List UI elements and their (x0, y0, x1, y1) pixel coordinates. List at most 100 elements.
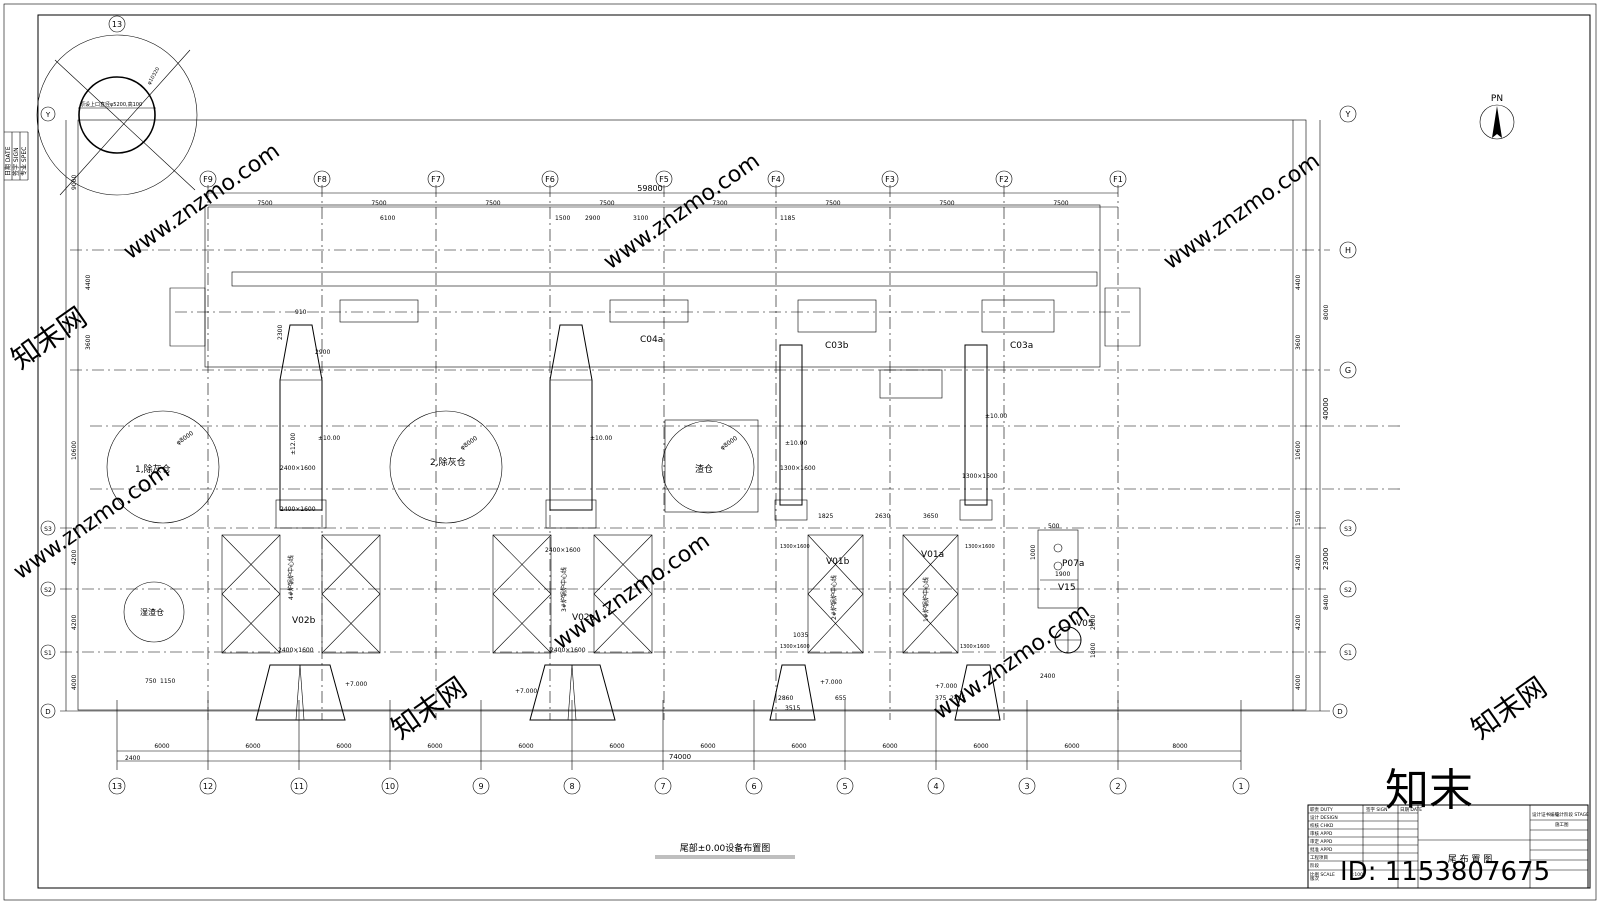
left-dims: 9000 4400 3600 10600 4200 4200 4000 (65, 120, 92, 711)
dim-750: 750 (145, 678, 157, 685)
dim-3515: 3515 (785, 705, 800, 712)
elev-v02b-mid: ±12.00 (290, 433, 297, 455)
tb-row: 校核 CHKD (1310, 822, 1334, 829)
axis-F5: F5 (659, 175, 669, 184)
right-dim: 4400 (1295, 275, 1302, 290)
axis-S2-right: S2 (1344, 587, 1352, 594)
side-strip-spec: 专业 SPEC (20, 147, 28, 176)
v15-label: V15 (1058, 583, 1076, 593)
axis-13: 13 (112, 782, 122, 791)
duct-size-v01b-top: 1300×1600 (780, 465, 816, 472)
duct-stack-v01b (769, 344, 816, 721)
wm-brand: 知末网 (1465, 671, 1553, 746)
silo-3-label: 渣仓 (695, 463, 713, 475)
wm-site: www.znzmo.com (9, 459, 174, 585)
wm-id: ID: 1153807675 (1340, 857, 1550, 887)
overall-top-dim: 59800 (637, 184, 662, 193)
upper-block-outline (204, 204, 1101, 368)
tb-row: 工程项目 (1310, 854, 1328, 861)
axis-Y-left: Y (45, 111, 51, 119)
bottom-spacing: 6000 (973, 743, 988, 750)
bottom-spacing: 6000 (518, 743, 533, 750)
right-dim: 8000 (1323, 305, 1330, 320)
dim-1825: 1825 (818, 513, 833, 520)
title-block (1307, 804, 1589, 889)
left-dim: 9000 (71, 175, 78, 190)
axis-11: 11 (294, 782, 304, 791)
silo-1-label: 1,除灰仓 (135, 463, 171, 475)
bottom-spacing: 6000 (336, 743, 351, 750)
top-spacing: 7500 (599, 200, 614, 207)
dim-2000: 2000 (1090, 615, 1097, 630)
axis-10: 10 (385, 782, 395, 791)
duct-size-v01a-mid: 1300×1600 (965, 544, 995, 550)
duct-size-v02b-bot: 2400×1600 (278, 647, 314, 654)
dim-2400: 2400 (1040, 673, 1055, 680)
north-arrow: PN (1479, 94, 1515, 140)
silo-4-label: 湿渣仓 (140, 607, 164, 617)
silo-1-dia: φ8000 (175, 430, 195, 447)
dim-655: 655 (835, 695, 847, 702)
top-spacing: 7500 (257, 200, 272, 207)
axis-F6: F6 (545, 175, 555, 184)
dim-2860: 2860 (778, 695, 793, 702)
dim-2400b: 2400 (125, 755, 140, 762)
chimney-note: 原设上口直径φ5200,高100 (80, 101, 142, 108)
right-axis-column: H G S3 S2 S1 D Y (1332, 105, 1357, 719)
dim-500: 500 (1048, 523, 1060, 530)
horizontal-gridlines (60, 249, 1400, 712)
right-dim: 3600 (1295, 335, 1302, 350)
axis-G: G (1345, 366, 1351, 375)
dim-1000: 1000 (1030, 545, 1037, 560)
axis-3: 3 (1024, 782, 1029, 791)
wm-brand: 知末网 (385, 671, 473, 746)
silo-3-dia: φ8000 (719, 435, 739, 452)
elev-v02a-low: +7.000 (515, 688, 537, 695)
drawing-title: 尾部±0.00设备布置图 (680, 842, 771, 854)
elev-v01b-top: ±10.00 (785, 440, 807, 447)
axis-S1-left: S1 (44, 650, 52, 657)
v01a-label: V01a (921, 550, 944, 560)
duct-stack-v01a (954, 344, 1001, 721)
overall-right-dim-b: 23000 (1322, 548, 1330, 570)
axis-D-right: D (1337, 708, 1342, 716)
tb-scale: 比例 SCALE (1310, 871, 1335, 878)
support-frames (221, 534, 959, 654)
wm-brand: 知末网 (5, 301, 93, 376)
axis-2: 2 (1115, 782, 1120, 791)
axis-F7: F7 (431, 175, 441, 184)
dim-3650: 3650 (923, 513, 938, 520)
conveyor-gallery (169, 271, 1141, 399)
dim-1150: 1150 (160, 678, 175, 685)
right-dims: 40000 23000 4400 3600 10600 1500 4200 42… (1292, 120, 1330, 711)
duct-size-v02a-bot: 2400×1600 (550, 647, 586, 654)
left-dim: 3600 (85, 335, 92, 350)
chimney-dia: φ10320 (147, 66, 162, 86)
right-dim: 4200 (1295, 555, 1302, 570)
dim-1185: 1185 (780, 215, 795, 222)
duct-size-v02b-top: 2400×1600 (280, 506, 316, 513)
bottom-spacing: 6000 (882, 743, 897, 750)
wm-logo: 知末 (1385, 765, 1473, 816)
left-dim: 4200 (71, 550, 78, 565)
duct-stack-v02a (529, 324, 616, 721)
misc-dimensions: 1185 6100 1500 2900 3100 910 2300 2900 1… (125, 215, 1097, 762)
axis-S3-left: S3 (44, 526, 52, 533)
top-spacing: 7500 (939, 200, 954, 207)
bottom-spacing: 6000 (609, 743, 624, 750)
p07a-label: P07a (1062, 559, 1084, 569)
elev-v01a-low: +7.000 (935, 683, 957, 690)
left-axis-column: Y S3 S2 S1 D (40, 106, 56, 719)
silos (106, 410, 759, 643)
tb-sign: 签字 SIGN (1366, 806, 1387, 813)
axis-12: 12 (203, 782, 213, 791)
drawing-border (37, 14, 1591, 889)
bottom-spacing: 6000 (700, 743, 715, 750)
dim-1035: 1035 (793, 632, 808, 639)
dim-1800: 1800 (1090, 643, 1097, 658)
dim-2900b: 2900 (315, 349, 330, 356)
duct-stack-v02b (255, 324, 346, 721)
tb-drawing-name: 尾 布 置 图 (1448, 853, 1493, 865)
v05-label: V05 (1076, 619, 1094, 629)
watermarks: www.znzmo.com www.znzmo.com www.znzmo.co… (5, 139, 1553, 887)
